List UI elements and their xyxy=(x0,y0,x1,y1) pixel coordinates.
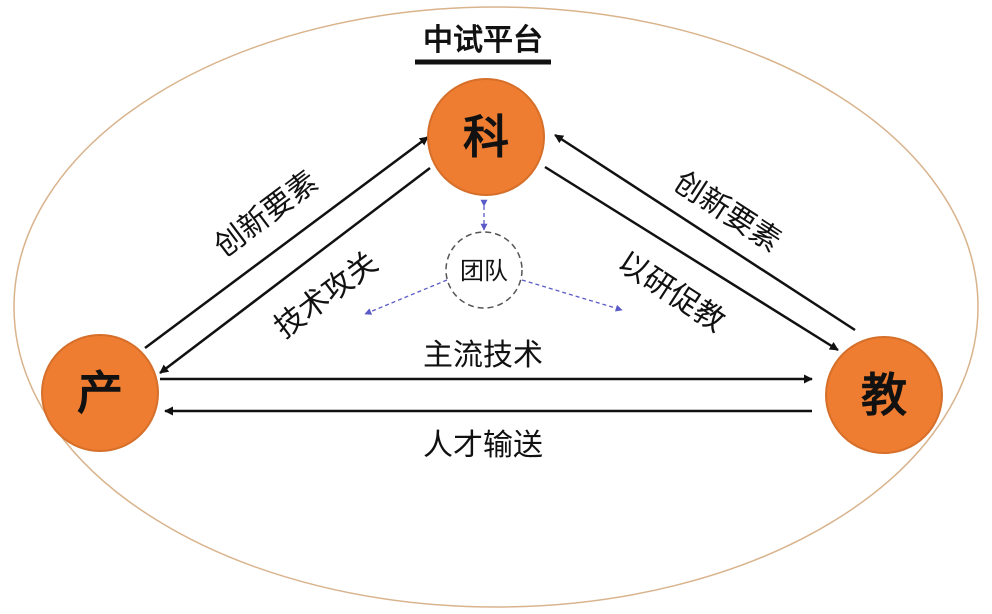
platform-title: 中试平台 xyxy=(423,23,543,58)
node-chan-circle xyxy=(41,334,159,452)
outer-ellipse xyxy=(13,6,979,608)
team-label: 团队 xyxy=(460,257,508,285)
edge-label-jiao-to-chan: 人才输送 xyxy=(423,428,543,463)
team-circle xyxy=(445,231,523,309)
edge-label-ke-to-chan: 技术攻关 xyxy=(268,245,385,345)
node-ke-label: 科 xyxy=(463,110,509,164)
arrow-ke-to-jiao xyxy=(544,165,839,352)
edge-label-chan-to-jiao: 主流技术 xyxy=(423,338,543,373)
node-chan-label: 产 xyxy=(77,366,123,420)
dash-team-to-chan xyxy=(364,279,448,315)
node-jiao-circle xyxy=(825,336,943,454)
arrow-chan-to-ke xyxy=(144,135,429,350)
arrow-ke-to-chan xyxy=(159,167,431,374)
node-ke-circle xyxy=(427,78,545,196)
arrow-jiao-to-ke xyxy=(554,133,856,332)
node-jiao-label: 教 xyxy=(861,368,907,422)
dash-team-to-jiao xyxy=(521,279,623,312)
edge-label-chan-to-ke: 创新要素 xyxy=(208,164,325,264)
edge-label-ke-to-jiao: 以研促教 xyxy=(611,245,731,340)
edge-label-jiao-to-ke: 创新要素 xyxy=(667,165,787,260)
